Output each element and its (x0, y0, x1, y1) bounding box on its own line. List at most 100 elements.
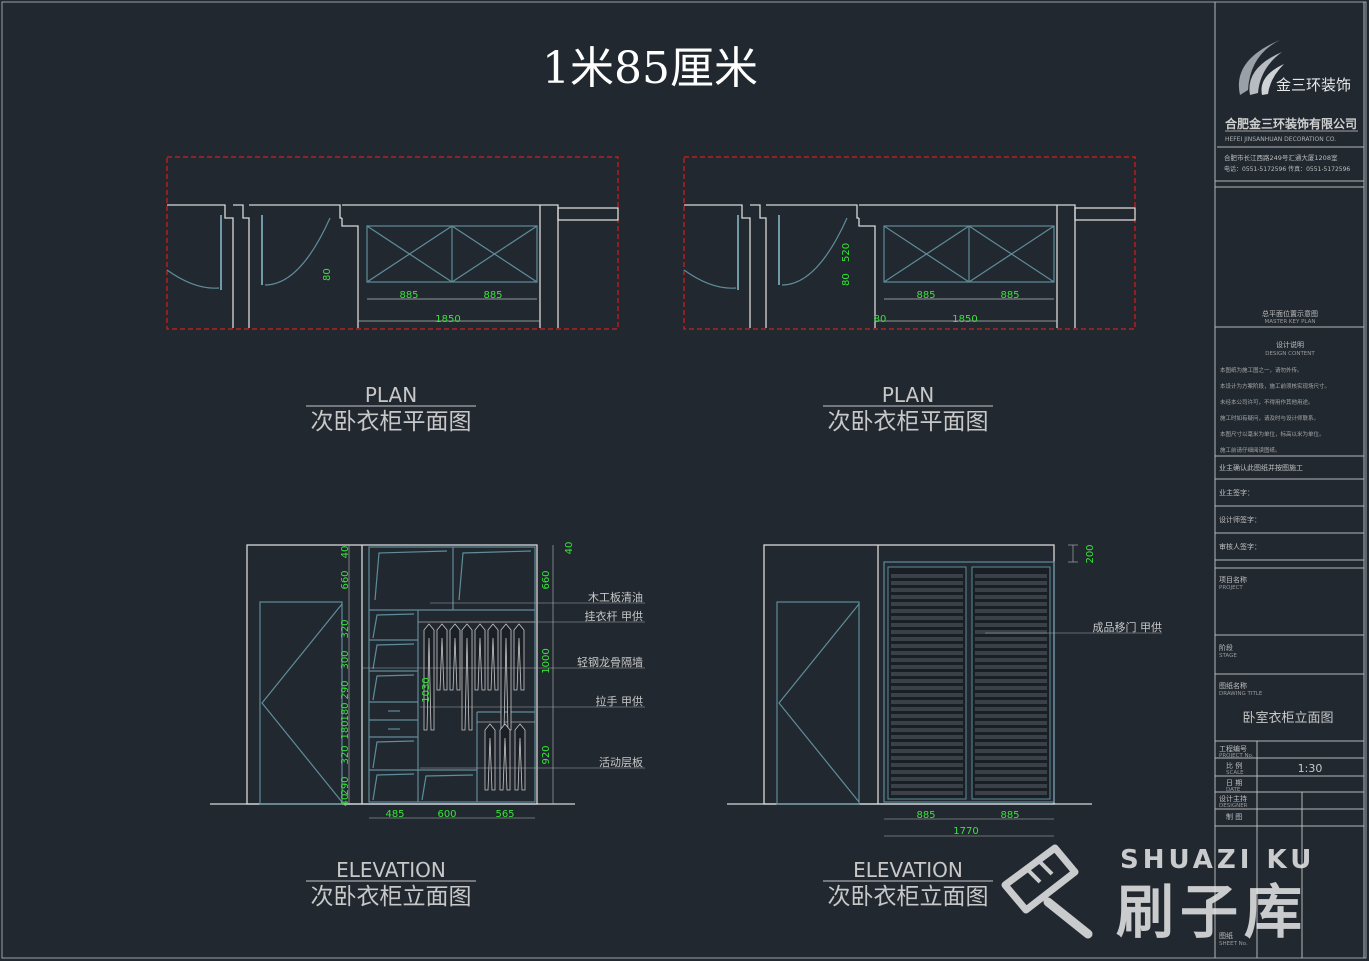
louver-slat (891, 651, 963, 655)
louver-slat (975, 700, 1047, 704)
client-signature: 业主签字： (1219, 488, 1254, 497)
project-label-en: PROJECT (1219, 585, 1243, 591)
client-confirm: 业主确认此图纸并按图施工 (1219, 463, 1303, 472)
watermark-en: SHUAZI KU (1120, 845, 1315, 875)
louver-slat (891, 791, 963, 795)
louver-slat (891, 707, 963, 711)
elev-right-door (776, 601, 860, 805)
louver-slat (975, 644, 1047, 648)
project-no-label-cn: 工程编号 (1219, 744, 1247, 753)
garment (474, 623, 486, 691)
dim-text: 1850 (952, 314, 977, 325)
louver-slat (975, 784, 1047, 788)
design-note-line: 施工前请仔细阅读图纸。 (1220, 446, 1281, 454)
louver-slat (891, 630, 963, 634)
design-notes-en: DESIGN CONTENT (1265, 351, 1315, 357)
annotation: 轻钢龙骨隔墙 (577, 655, 643, 669)
louver-slat (891, 770, 963, 774)
designer-label-en: DESIGNER (1219, 803, 1248, 809)
louver-slat (975, 763, 1047, 767)
dim-text: 80 (874, 314, 887, 325)
louver-slat (891, 581, 963, 585)
louver-slat (891, 686, 963, 690)
dim-text: 320 (340, 619, 351, 638)
plan-left-label-en: PLAN (365, 383, 417, 407)
elev-left-label-en: ELEVATION (336, 858, 446, 882)
plan-right-cabinet-cross (968, 225, 1055, 283)
louver-slat (891, 735, 963, 739)
plan-left-wall (167, 204, 234, 328)
louver-slat (975, 721, 1047, 725)
plan-left-window (557, 207, 619, 221)
door-louvers (891, 574, 1047, 795)
master-plan-cn: 总平面位置示意图 (1262, 309, 1318, 318)
louver-slat (975, 693, 1047, 697)
sheet-label-en: SHEET No. (1219, 941, 1248, 947)
plan-left-door-swing (166, 269, 220, 289)
drawing-title-label-en: DRAWING TITLE (1219, 691, 1263, 697)
louver-slat (891, 693, 963, 697)
annotation: 挂衣杆 甲供 (585, 609, 644, 623)
master-plan-en: MASTER KEY PLAN (1265, 319, 1316, 325)
plan-left-door-swing (264, 217, 331, 286)
door-panel (374, 550, 448, 601)
plan-right-label-en: PLAN (882, 383, 934, 407)
plan-right-wall (750, 204, 767, 328)
door-panel (372, 740, 415, 769)
louver-slat (891, 623, 963, 627)
page-title: 1米85厘米 (542, 43, 758, 94)
dim-text: 600 (437, 809, 456, 820)
louver-slat (975, 714, 1047, 718)
louver-slat (891, 644, 963, 648)
dim-text: 290 (340, 680, 351, 699)
louver-slat (975, 623, 1047, 627)
louver-slat (975, 777, 1047, 781)
louver-slat (891, 574, 963, 578)
dim-text: 80 (322, 268, 333, 281)
louver-slat (975, 665, 1047, 669)
designer-signature: 设计师签字： (1219, 515, 1261, 524)
louver-slat (891, 595, 963, 599)
plan-right-door-swing (683, 269, 737, 289)
louver-slat (891, 637, 963, 641)
clothes-hangers (423, 623, 525, 731)
design-note-line: 施工时如有疑问，请及时与设计师联系。 (1220, 414, 1319, 422)
plan-right-cabinet-cross (883, 225, 970, 283)
scale-label-cn: 比 例 (1226, 761, 1242, 770)
company-name-cn: 合肥金三环装饰有限公司 (1225, 116, 1357, 131)
louver-slat (975, 595, 1047, 599)
louver-slat (891, 749, 963, 753)
designer-label-cn: 设计主持 (1219, 794, 1247, 803)
louver-slat (975, 616, 1047, 620)
dim-text: 40 (340, 546, 351, 559)
dim-text: 520 (841, 243, 852, 262)
sliding-door-frame (883, 561, 1055, 803)
company-logo-icon (1238, 40, 1284, 95)
company-name-en: HEFEI JINSANHUAN DECORATION CO. (1225, 136, 1336, 143)
louver-slat (891, 616, 963, 620)
plan-right-wall (859, 204, 1076, 328)
dim-text: 885 (483, 290, 502, 301)
annotation: 成品移门 甲供 (1093, 620, 1163, 634)
louver-slat (975, 588, 1047, 592)
clothes-hangers (484, 723, 526, 791)
elev-left-label-cn: 次卧衣柜立面图 (311, 884, 472, 910)
company-address: 合肥市长江西路249号汇通大厦1208室 (1224, 153, 1338, 162)
sheet-label-cn: 图纸 (1219, 931, 1233, 940)
left-dimension-group: 40 660 320 300 290 180 180 320 290 40 (340, 546, 351, 807)
louver-slat (891, 665, 963, 669)
door-panel (372, 613, 415, 639)
garment (499, 723, 511, 791)
garment (514, 723, 526, 791)
louver-slat (975, 735, 1047, 739)
watermark: SHUAZI KU 刷子库 (1001, 844, 1315, 946)
dim-text: 1850 (435, 314, 460, 325)
plan-right-label-cn: 次卧衣柜平面图 (828, 409, 989, 435)
louver-slat (975, 756, 1047, 760)
title-block: 金三环装饰 合肥金三环装饰有限公司 HEFEI JINSANHUAN DECOR… (1214, 2, 1365, 958)
elev-right-door-swing (778, 603, 860, 803)
garment (436, 623, 448, 691)
louver-slat (891, 609, 963, 613)
